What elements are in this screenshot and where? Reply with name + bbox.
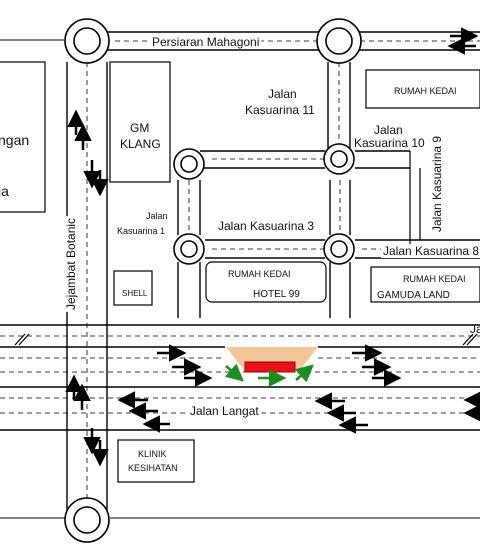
roundabout-icon [173,233,205,265]
traffic-arrows [65,27,480,467]
roundabout-icon [173,148,205,180]
rumah-kedai-top-building [365,69,480,109]
roundabouts [64,18,362,543]
label-kasuarina-3: Jalan Kasuarina 3 [218,219,314,233]
label-kasuarina-11-2: Kasuarina 11 [245,103,315,117]
roundabout-icon [323,143,355,175]
roundabout-icon [64,18,110,64]
label-knockout [381,244,480,258]
roundabout-icon [316,18,362,64]
roundabout-icon [323,233,355,265]
label-kasuarina-1-2: Kasuarina 1 [117,226,165,236]
road-closure-icon [244,361,296,373]
rumah-kedai-hotel-building [205,261,327,303]
roundabout-icon [64,497,110,543]
label-klinik-1: KLINIK [138,449,167,459]
klinik-building [117,439,195,483]
buildings [0,61,480,483]
label-hotel-99: HOTEL 99 [253,289,300,300]
label-kasuarina-8: Jalan Kasuarina 8 [383,244,479,258]
label-kasuarina-10-1: Jalan [374,123,403,137]
detour-arrow-icon [224,363,244,382]
label-kasuarina-1-1: Jalan [146,211,168,221]
label-rumah-kedai-mid: RUMAH KEDAI [228,269,291,279]
label-gm-klang-2: KLANG [120,137,161,151]
label-knockout [216,219,317,233]
label-kasuarina-9: Jalan Kasuarina 9 [430,136,444,232]
label-gamuda-land: GAMUDA LAND [377,290,450,301]
label-klinik-2: KESIHATAN [128,463,178,473]
label-persiaran-mahagoni: Persiaran Mahagoni [152,35,259,49]
label-gm-klang-1: GM [130,121,149,135]
gm-klang-building [109,61,171,183]
label-knockout [150,35,262,49]
label-jejambat-botanic: Jejambat Botanic [64,218,78,310]
label-knockout [64,215,78,312]
label-left-block-2: ja [0,183,9,199]
labels: Persiaran Mahagoni ngan ja GM KLANG RUMA… [0,35,480,473]
detour-arrow-icon [294,364,314,383]
detour-arrows [224,363,314,387]
label-shell: SHELL [122,289,148,298]
ramp-markers [14,333,478,346]
shell-building [113,270,153,306]
label-kasuarina-11-1: Jalan [268,87,297,101]
rumah-kedai-gamuda-building [370,266,480,303]
label-rumah-kedai-right: RUMAH KEDAI [403,274,466,284]
label-rumah-kedai-top: RUMAH KEDAI [394,86,457,96]
label-knockout [188,404,262,418]
label-jalan-langat: Jalan Langat [190,404,259,418]
label-right-edge: Ja [470,322,480,336]
left-building [0,61,46,213]
label-left-block-1: ngan [0,132,29,148]
label-kasuarina-10-2: Kasuarina 10 [354,136,425,150]
